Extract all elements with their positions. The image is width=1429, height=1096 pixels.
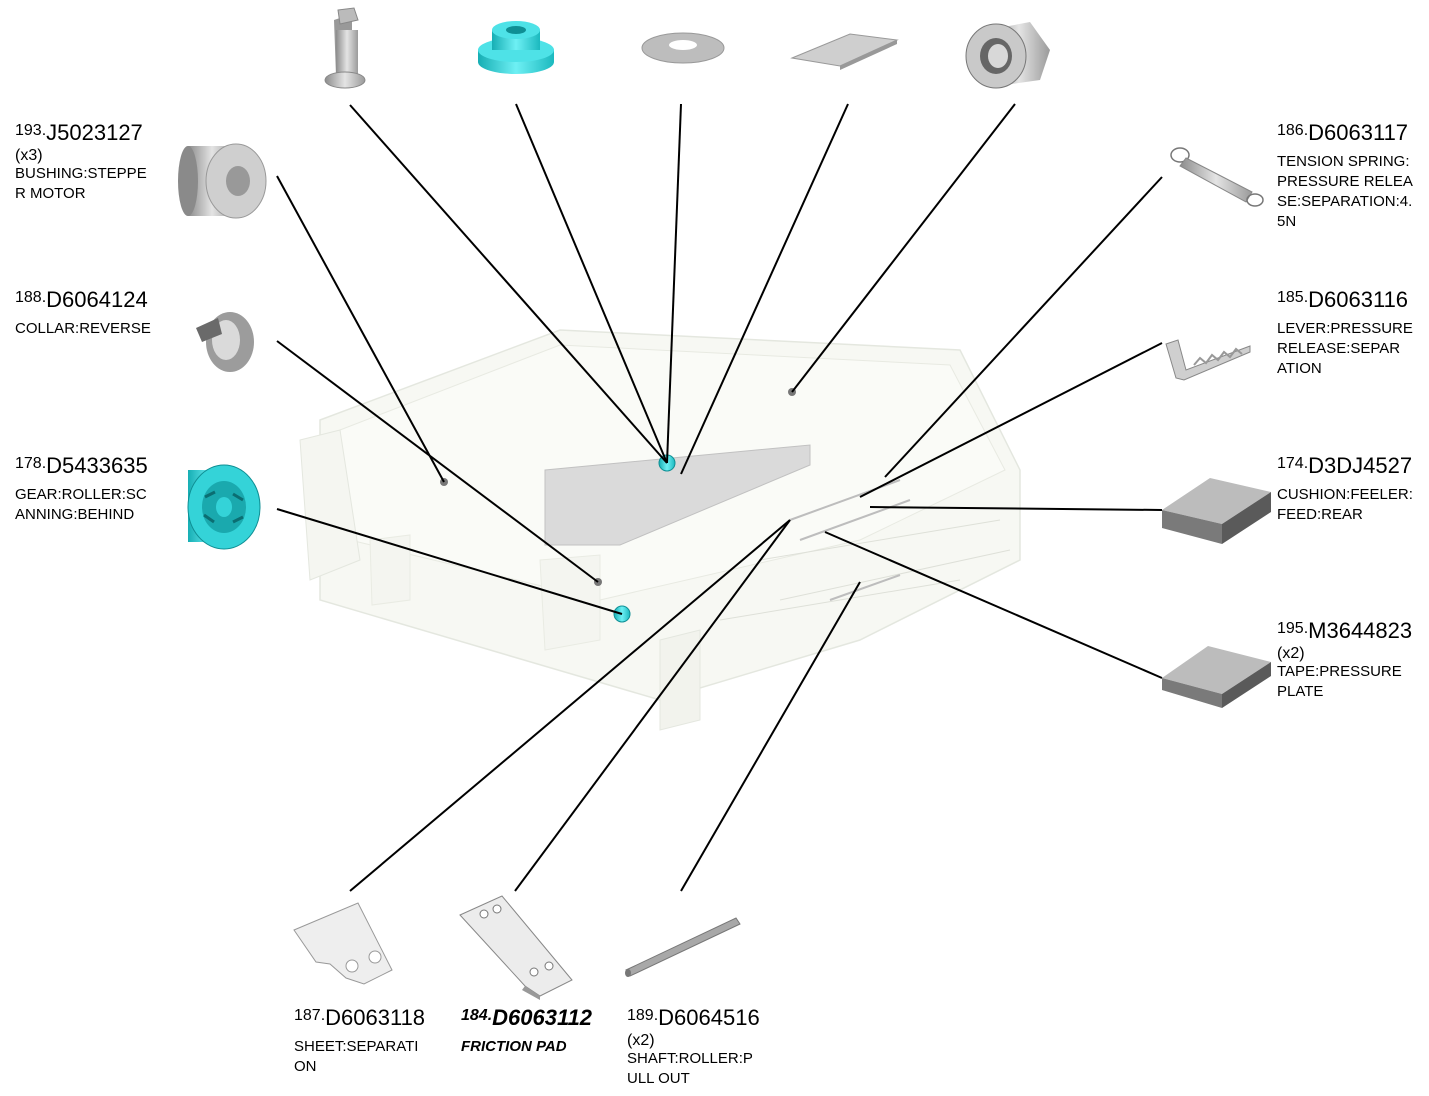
- part-code: D6064516: [658, 1005, 760, 1030]
- spring-part: [1170, 147, 1264, 207]
- assembly-ghost: [299, 329, 1021, 731]
- part-number-index: 188.: [15, 289, 47, 306]
- part-description: BUSHING:STEPPE R MOTOR: [15, 165, 147, 202]
- part-number-index: 174.: [1277, 455, 1309, 472]
- part-code: D6063118: [325, 1005, 426, 1030]
- part-number-index: 187.: [294, 1007, 326, 1024]
- cone-part: [965, 22, 1050, 89]
- roller-shaft-part: [625, 917, 741, 977]
- part-number-index: 184.: [461, 1007, 493, 1024]
- leader-lines: [276, 103, 1163, 892]
- part-number-index: 189.: [627, 1007, 659, 1024]
- label-part-185: 185.D6063116 LEVER:PRESSURE RELEASE:SEPA…: [1277, 289, 1413, 379]
- separation-sheet-part: [293, 902, 393, 985]
- part-number-index: 178.: [15, 455, 47, 472]
- washer-part: [641, 32, 725, 64]
- part-description: GEAR:ROLLER:SC ANNING:BEHIND: [15, 486, 147, 523]
- part-code: M3644823: [1308, 618, 1413, 643]
- label-part-193: 193.J5023127 (x3) BUSHING:STEPPE R MOTOR: [15, 122, 147, 204]
- gear-part: [187, 464, 261, 550]
- part-description: SHAFT:ROLLER:P ULL OUT: [627, 1050, 753, 1087]
- part-code: D6064124: [46, 287, 148, 312]
- part-number-index: 186.: [1277, 122, 1309, 139]
- part-description: SHEET:SEPARATI ON: [294, 1038, 419, 1075]
- part-quantity: (x3): [15, 147, 43, 164]
- part-description: TENSION SPRING: PRESSURE RELEA SE:SEPARA…: [1277, 153, 1413, 230]
- plate-part: [790, 33, 899, 70]
- part-number-index: 195.: [1277, 620, 1309, 637]
- label-part-187: 187.D6063118 SHEET:SEPARATI ON: [294, 1007, 425, 1077]
- label-part-174: 174.D3DJ4527 CUSHION:FEELER: FEED:REAR: [1277, 455, 1413, 525]
- part-code: J5023127: [46, 120, 143, 145]
- label-part-184: 184.D6063112 FRICTION PAD: [461, 1007, 592, 1057]
- label-part-186: 186.D6063117 TENSION SPRING: PRESSURE RE…: [1277, 122, 1413, 232]
- collar-part: [196, 312, 254, 372]
- part-description: CUSHION:FEELER: FEED:REAR: [1277, 486, 1413, 523]
- label-part-178: 178.D5433635 GEAR:ROLLER:SC ANNING:BEHIN…: [15, 455, 148, 525]
- bushing-part: [178, 143, 267, 219]
- part-number-index: 193.: [15, 122, 47, 139]
- part-description: LEVER:PRESSURE RELEASE:SEPAR ATION: [1277, 320, 1413, 377]
- spacer-cyan-part: [478, 21, 554, 74]
- part-quantity: (x2): [1277, 645, 1305, 662]
- part-code: D6063116: [1308, 287, 1409, 312]
- part-code: D3DJ4527: [1308, 453, 1413, 478]
- friction-pad-part: [459, 895, 573, 1000]
- part-description: TAPE:PRESSURE PLATE: [1277, 663, 1402, 700]
- label-part-189: 189.D6064516 (x2) SHAFT:ROLLER:P ULL OUT: [627, 1007, 760, 1089]
- part-quantity: (x2): [627, 1032, 655, 1049]
- part-description: FRICTION PAD: [461, 1038, 567, 1055]
- lever-part: [1165, 339, 1251, 381]
- label-part-188: 188.D6064124 COLLAR:REVERSE: [15, 289, 151, 339]
- part-code: D6063117: [1308, 120, 1409, 145]
- tape-part: [1162, 646, 1271, 708]
- label-part-195: 195.M3644823 (x2) TAPE:PRESSURE PLATE: [1277, 620, 1412, 702]
- shaft-pin-part: [324, 7, 366, 89]
- part-code: D5433635: [46, 453, 148, 478]
- part-code: D6063112: [492, 1005, 593, 1030]
- cushion-part: [1162, 478, 1271, 544]
- part-description: COLLAR:REVERSE: [15, 320, 151, 337]
- part-number-index: 185.: [1277, 289, 1309, 306]
